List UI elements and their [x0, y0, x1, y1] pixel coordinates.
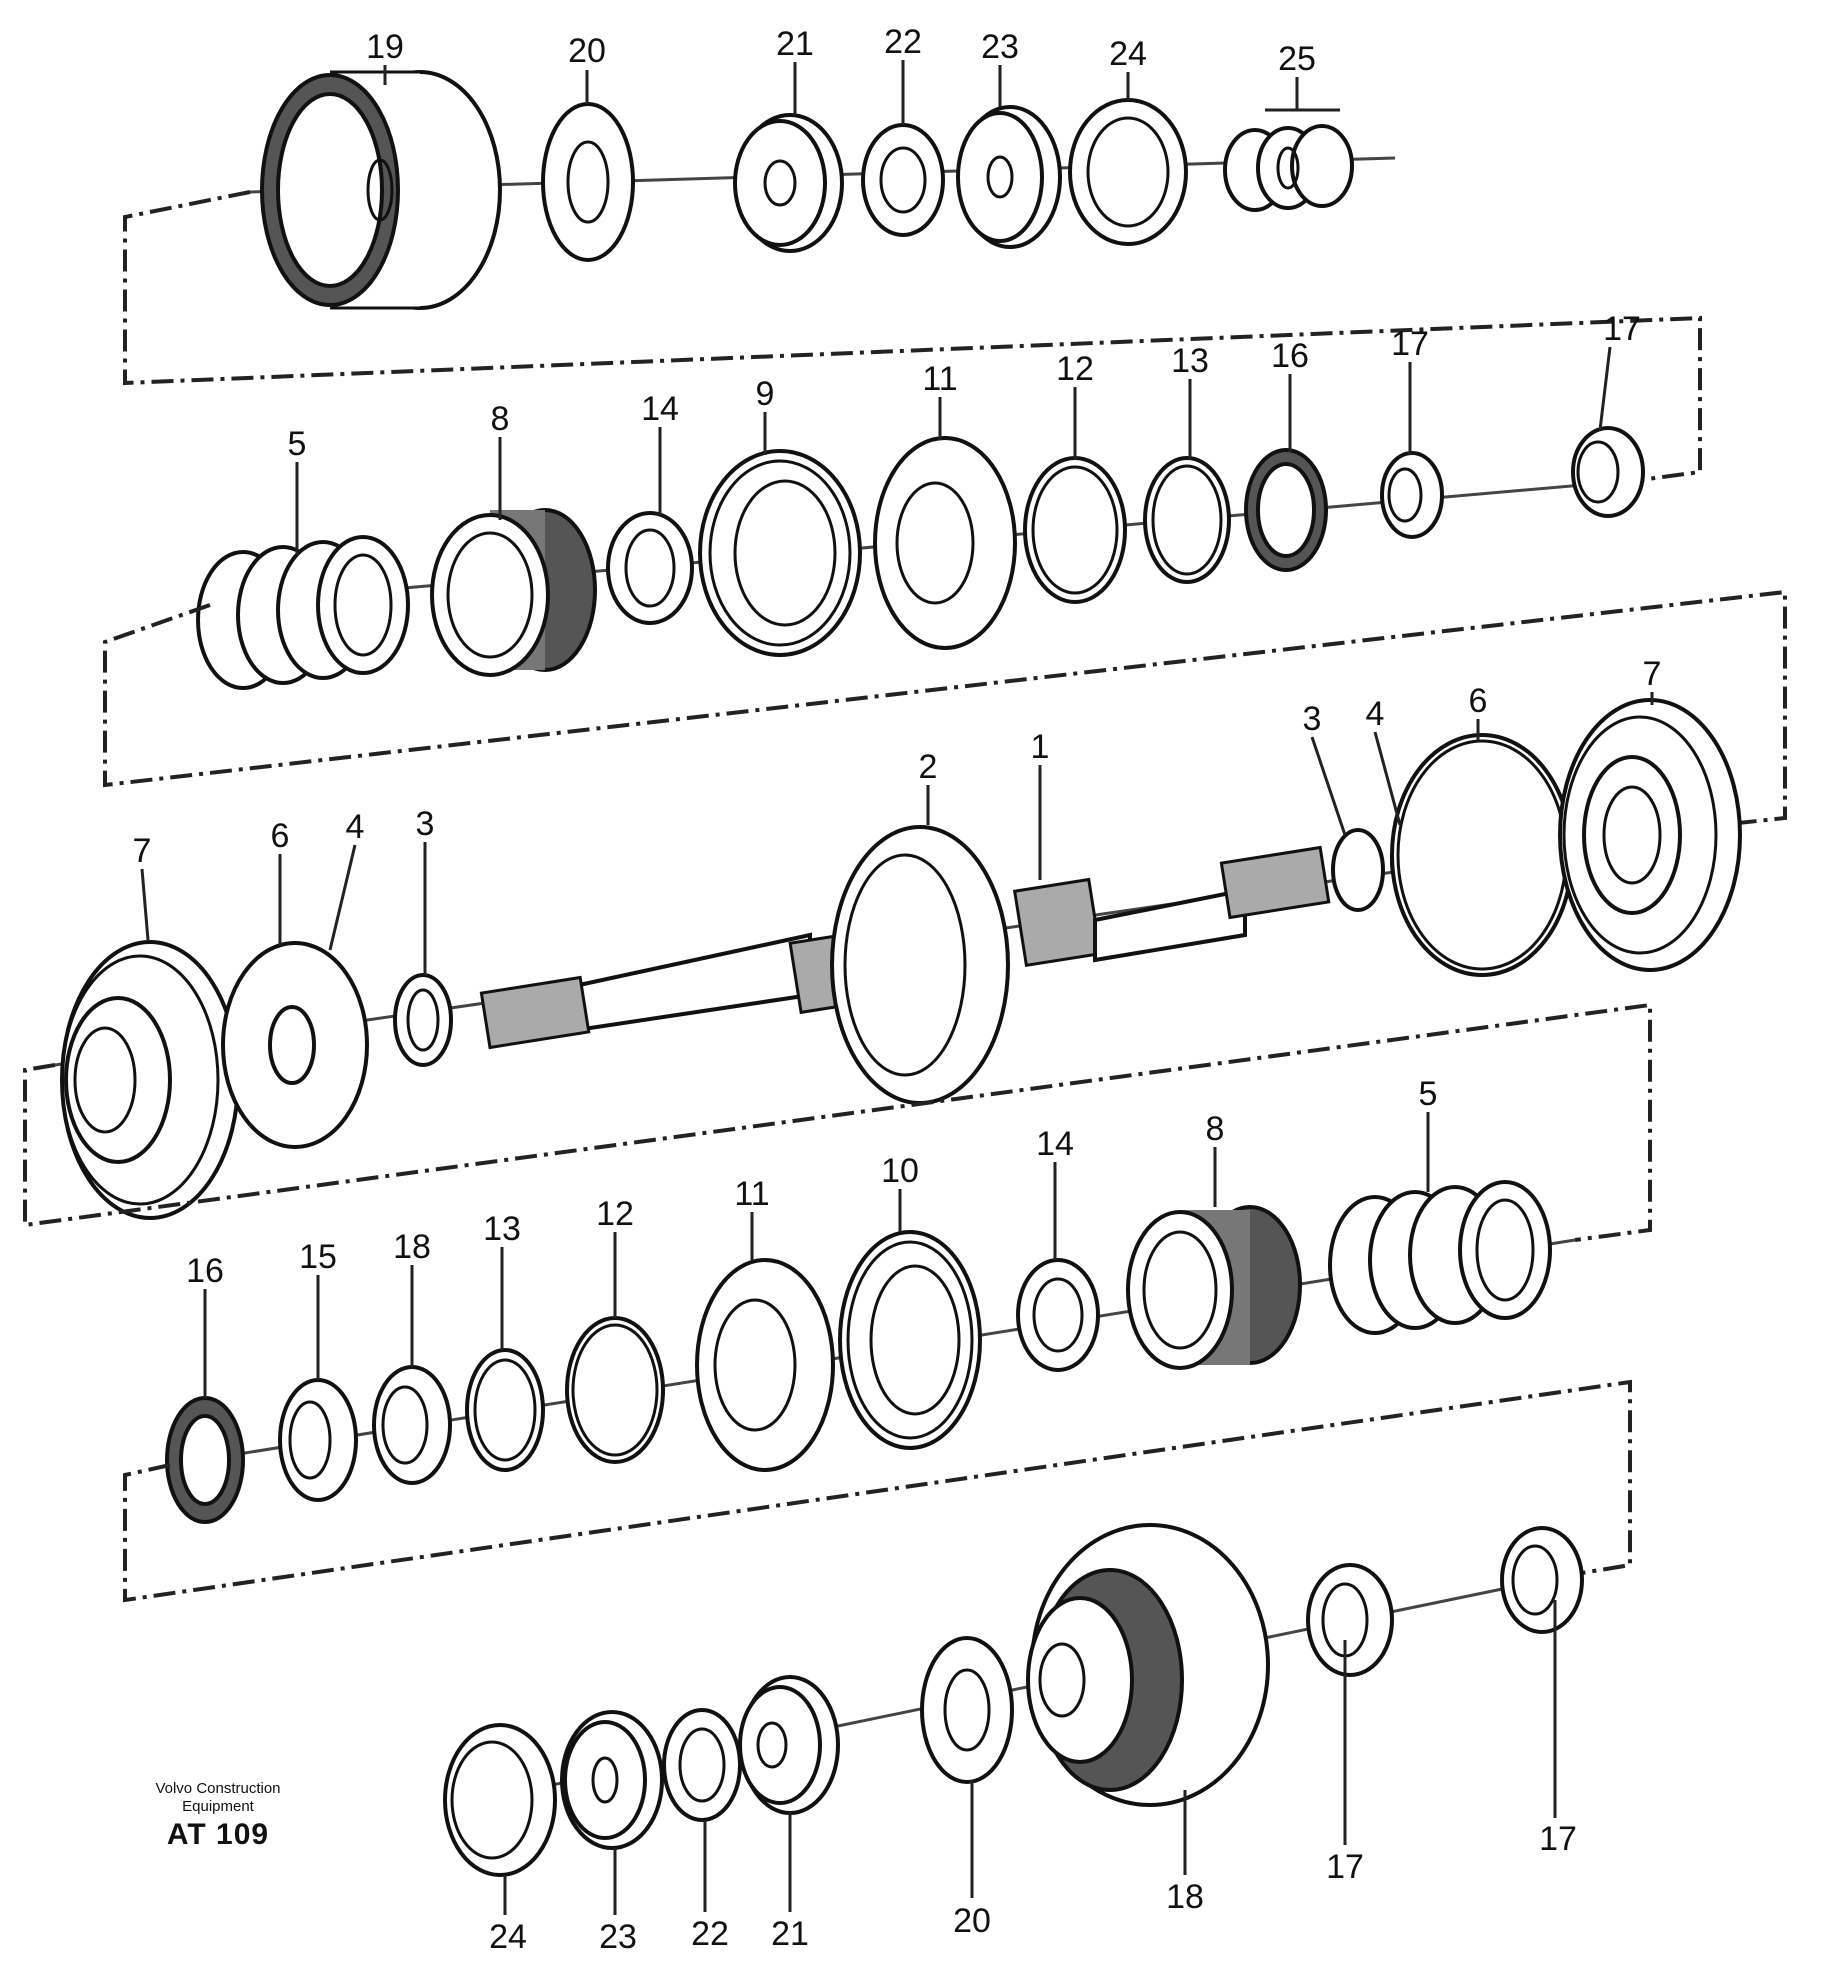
part-1-shaft — [479, 825, 1331, 1105]
part-9-plate — [698, 449, 862, 657]
caption-brand: Volvo Construction Equipment — [108, 1780, 328, 1816]
label-1: 1 — [1031, 728, 1050, 766]
label-2: 2 — [919, 748, 938, 786]
part-5-plates-r4 — [1328, 1180, 1552, 1335]
part-12-ring — [1023, 456, 1127, 604]
part-6-ring-right — [1390, 733, 1574, 977]
label-8: 8 — [491, 400, 510, 438]
label-3-left: 3 — [416, 805, 435, 843]
label-22: 22 — [884, 23, 922, 61]
label-3-right: 3 — [1303, 700, 1322, 738]
label-19: 19 — [366, 28, 404, 66]
label-18-r4: 18 — [393, 1228, 431, 1266]
part-20-washer-r5 — [920, 1636, 1014, 1784]
part-18-washer — [372, 1365, 452, 1485]
label-11: 11 — [922, 360, 957, 398]
label-5: 5 — [288, 425, 307, 463]
part-11-plate — [873, 436, 1017, 650]
part-17-bushing-r5b — [1500, 1526, 1584, 1634]
label-24: 24 — [1109, 35, 1147, 73]
label-16: 16 — [1271, 337, 1309, 375]
part-13-ring-r4 — [465, 1348, 545, 1472]
label-20-r5: 20 — [953, 1902, 991, 1940]
figure-code: AT 109 — [166, 1818, 270, 1851]
part-13-ring — [1143, 456, 1231, 584]
row-4: 16 15 18 13 12 11 10 14 8 5 — [123, 1075, 1632, 1603]
part-17-bushing-b — [1571, 426, 1645, 518]
label-7-right: 7 — [1643, 655, 1662, 693]
part-22-ring-r5 — [662, 1708, 742, 1822]
label-13-r4: 13 — [483, 1210, 521, 1248]
label-22-r5: 22 — [691, 1915, 729, 1953]
label-24-r5: 24 — [489, 1918, 527, 1956]
part-20-washer — [541, 102, 635, 262]
part-21-bearing — [733, 113, 844, 253]
label-16-r4: 16 — [186, 1252, 224, 1290]
label-15: 15 — [299, 1238, 337, 1276]
label-12: 12 — [1056, 350, 1094, 388]
part-24-ring — [1068, 98, 1188, 246]
label-23: 23 — [981, 28, 1019, 66]
part-6-ring-left — [221, 941, 369, 1149]
caption-line-2: Equipment — [182, 1798, 254, 1815]
label-21-r5: 21 — [771, 1915, 809, 1953]
label-11-r4: 11 — [734, 1175, 769, 1213]
row-3: 7 6 4 3 2 1 3 4 6 7 — [23, 655, 1742, 1242]
part-15-washer — [278, 1378, 358, 1502]
label-14-r4: 14 — [1036, 1125, 1074, 1163]
part-8-hub — [430, 508, 597, 677]
label-17b: 17 — [1603, 310, 1641, 348]
row-1: 19 20 21 22 23 24 25 — [123, 23, 1702, 482]
label-4-right: 4 — [1366, 695, 1385, 733]
label-17-r5b: 17 — [1539, 1820, 1577, 1858]
part-16-ring-r4 — [165, 1396, 245, 1524]
label-17-r5a: 17 — [1326, 1848, 1364, 1886]
row-2: 5 8 14 9 11 12 13 16 17 17 — [103, 310, 1787, 827]
part-5-plates — [196, 535, 410, 690]
label-18-r5: 18 — [1166, 1878, 1204, 1916]
label-8-r4: 8 — [1206, 1110, 1225, 1148]
part-8-hub-r4 — [1126, 1205, 1302, 1370]
label-23-r5: 23 — [599, 1918, 637, 1956]
part-16-ring — [1244, 448, 1328, 572]
part-10-plate — [838, 1230, 982, 1450]
label-20: 20 — [568, 32, 606, 70]
part-24-ring-r5 — [443, 1723, 557, 1877]
label-4-left: 4 — [346, 808, 365, 846]
part-14-washer-r4 — [1016, 1258, 1100, 1372]
part-19-drum — [260, 70, 502, 310]
part-21-bearing-r5 — [738, 1675, 840, 1815]
part-25-rings — [1223, 108, 1354, 212]
part-3-ring-left — [393, 973, 453, 1067]
row-5: 24 23 22 21 20 18 17 17 — [443, 1523, 1584, 1956]
label-21: 21 — [776, 25, 814, 63]
part-18-drum — [1026, 1523, 1270, 1807]
part-22-ring — [861, 123, 945, 237]
label-9: 9 — [756, 375, 775, 413]
part-7-bearing-left — [60, 940, 240, 1220]
label-14: 14 — [641, 390, 679, 428]
label-10: 10 — [881, 1152, 919, 1190]
label-25: 25 — [1278, 40, 1316, 78]
part-17-bushing-a — [1380, 451, 1444, 539]
part-3-ring-right — [1331, 828, 1385, 912]
label-7-left: 7 — [133, 832, 152, 870]
part-17-bushing-r5a — [1306, 1563, 1394, 1677]
label-6-right: 6 — [1469, 682, 1488, 720]
label-6-left: 6 — [271, 817, 290, 855]
part-7-bearing-right — [1558, 698, 1742, 972]
part-12-ring-r4 — [565, 1316, 665, 1464]
part-14-washer — [606, 511, 694, 625]
label-12-r4: 12 — [596, 1195, 634, 1233]
label-17a: 17 — [1391, 325, 1429, 363]
part-11-plate-r4 — [695, 1258, 835, 1472]
label-5-r4: 5 — [1419, 1075, 1438, 1113]
part-23-bearing — [956, 105, 1062, 249]
caption-line-1: Volvo Construction — [155, 1780, 281, 1797]
label-13: 13 — [1171, 342, 1209, 380]
part-23-bearing-r5 — [560, 1710, 664, 1850]
